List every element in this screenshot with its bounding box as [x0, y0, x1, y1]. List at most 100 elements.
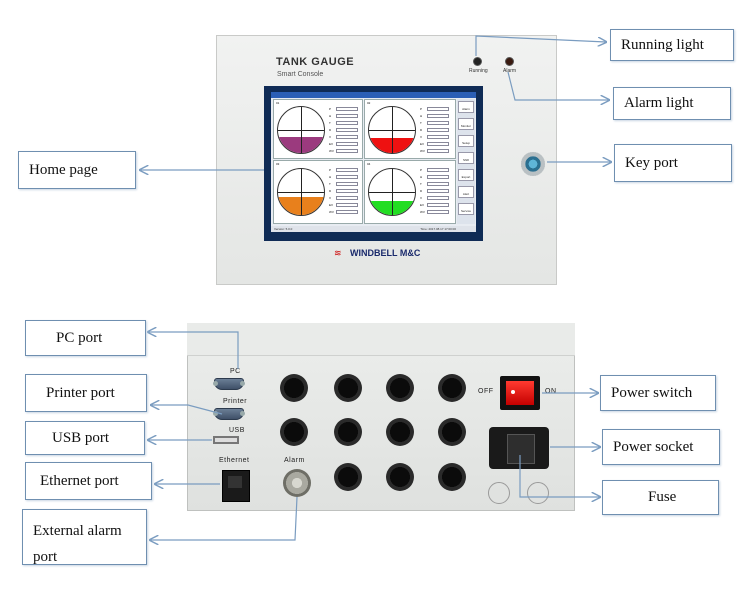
reading-label: V: [329, 135, 332, 139]
external-alarm-port[interactable]: [283, 469, 311, 497]
leader-external-alarm: [150, 496, 298, 540]
reading-label: P: [329, 168, 332, 172]
leader-alarm-light: [507, 71, 609, 100]
sidebar-button-alert[interactable]: Alert: [458, 186, 474, 198]
tank-id: 03: [276, 162, 280, 166]
reading-value-box: [427, 203, 449, 207]
reading-label: H: [329, 114, 332, 118]
cable-grommet: [438, 418, 466, 446]
power-socket[interactable]: [507, 434, 535, 464]
leader-pc-port: [148, 332, 239, 369]
reading-label: T: [420, 182, 422, 186]
reading-value-box: [427, 107, 449, 111]
callout-pc-port: PC port: [25, 320, 146, 356]
screen-footer-time: Time: 2017.08.17 17:00:00: [420, 227, 456, 231]
pc-port-label: PC: [230, 368, 241, 375]
usb-port-label: USB: [229, 427, 245, 434]
tank-id: 01: [276, 101, 280, 105]
reading-value-box: [336, 189, 358, 193]
callout-ethernet-port: Ethernet port: [25, 462, 152, 500]
reading-value-box: [427, 168, 449, 172]
reading-value-box: [427, 121, 449, 125]
reading-value-box: [336, 128, 358, 132]
cable-grommet: [334, 374, 362, 402]
running-led: [473, 57, 482, 66]
printer-port-label: Printer: [223, 398, 248, 405]
key-port[interactable]: [521, 152, 545, 176]
off-label: OFF: [478, 388, 494, 395]
reading-value-box: [336, 121, 358, 125]
reading-value-box: [336, 142, 358, 146]
reading-value-box: [427, 182, 449, 186]
reading-label: H: [420, 175, 423, 179]
ethernet-jack: [228, 476, 242, 488]
reading-label: V: [420, 196, 423, 200]
usb-port[interactable]: [213, 436, 239, 444]
reading-label: V: [329, 196, 332, 200]
callout-power-switch: Power switch: [600, 375, 716, 411]
callout-running-light: Running light: [610, 29, 734, 61]
reading-value-box: [336, 182, 358, 186]
tank-gauge-1: [277, 106, 325, 154]
reading-label: D: [420, 128, 423, 132]
callout-key-port: Key port: [614, 144, 732, 182]
reading-value-box: [336, 107, 358, 111]
cable-grommet: [438, 374, 466, 402]
screen-footer: Version: 5.0.0 Time: 2017.08.17 17:00:00: [271, 226, 476, 232]
sidebar-button-export[interactable]: Export: [458, 169, 474, 181]
reading-value-box: [427, 128, 449, 132]
reading-label: WV: [420, 210, 425, 214]
tank-id: 02: [367, 101, 371, 105]
reading-value-box: [427, 189, 449, 193]
reading-label: P: [329, 107, 332, 111]
sidebar-button-setup[interactable]: Setup: [458, 135, 474, 147]
leader-running-light: [475, 35, 606, 56]
reading-value-box: [427, 135, 449, 139]
sidebar-button-monitor[interactable]: Monitor: [458, 118, 474, 130]
reading-value-box: [336, 210, 358, 214]
ethernet-port-label: Ethernet: [219, 457, 250, 464]
sidebar-button-service[interactable]: Service: [458, 203, 474, 215]
alarm-led: [505, 57, 514, 66]
power-switch[interactable]: [506, 381, 534, 405]
cable-grommet: [386, 374, 414, 402]
callout-power-socket: Power socket: [602, 429, 720, 465]
reading-label: T: [329, 182, 331, 186]
reading-label: H: [329, 175, 332, 179]
mount-hole: [527, 482, 549, 504]
reading-value-box: [427, 175, 449, 179]
cable-grommet: [280, 418, 308, 446]
reading-label: EV: [420, 203, 425, 207]
reading-label: T: [420, 121, 422, 125]
reading-value-box: [336, 196, 358, 200]
maker-logo-icon: ≋: [334, 249, 342, 259]
reading-value-box: [427, 210, 449, 214]
callout-printer-port: Printer port: [25, 374, 147, 412]
pc-port[interactable]: [213, 378, 245, 390]
reading-label: EV: [420, 142, 425, 146]
reading-label: P: [420, 168, 423, 172]
cable-grommet: [280, 374, 308, 402]
alarm-port-label: Alarm: [284, 457, 305, 464]
tank-gauge-2: [368, 106, 416, 154]
printer-port[interactable]: [213, 408, 245, 420]
sidebar-button-alarm[interactable]: Alarm: [458, 101, 474, 113]
tank-id: 04: [367, 162, 371, 166]
mount-hole: [488, 482, 510, 504]
switch-dot-icon: [511, 390, 515, 394]
reading-value-box: [336, 135, 358, 139]
reading-value-box: [336, 175, 358, 179]
sidebar-button-shift[interactable]: Shift: [458, 152, 474, 164]
reading-label: D: [420, 189, 423, 193]
leader-printer-port: [151, 405, 223, 415]
reading-label: P: [420, 107, 423, 111]
reading-label: WV: [329, 149, 334, 153]
callout-fuse: Fuse: [602, 480, 719, 515]
cable-grommet: [438, 463, 466, 491]
